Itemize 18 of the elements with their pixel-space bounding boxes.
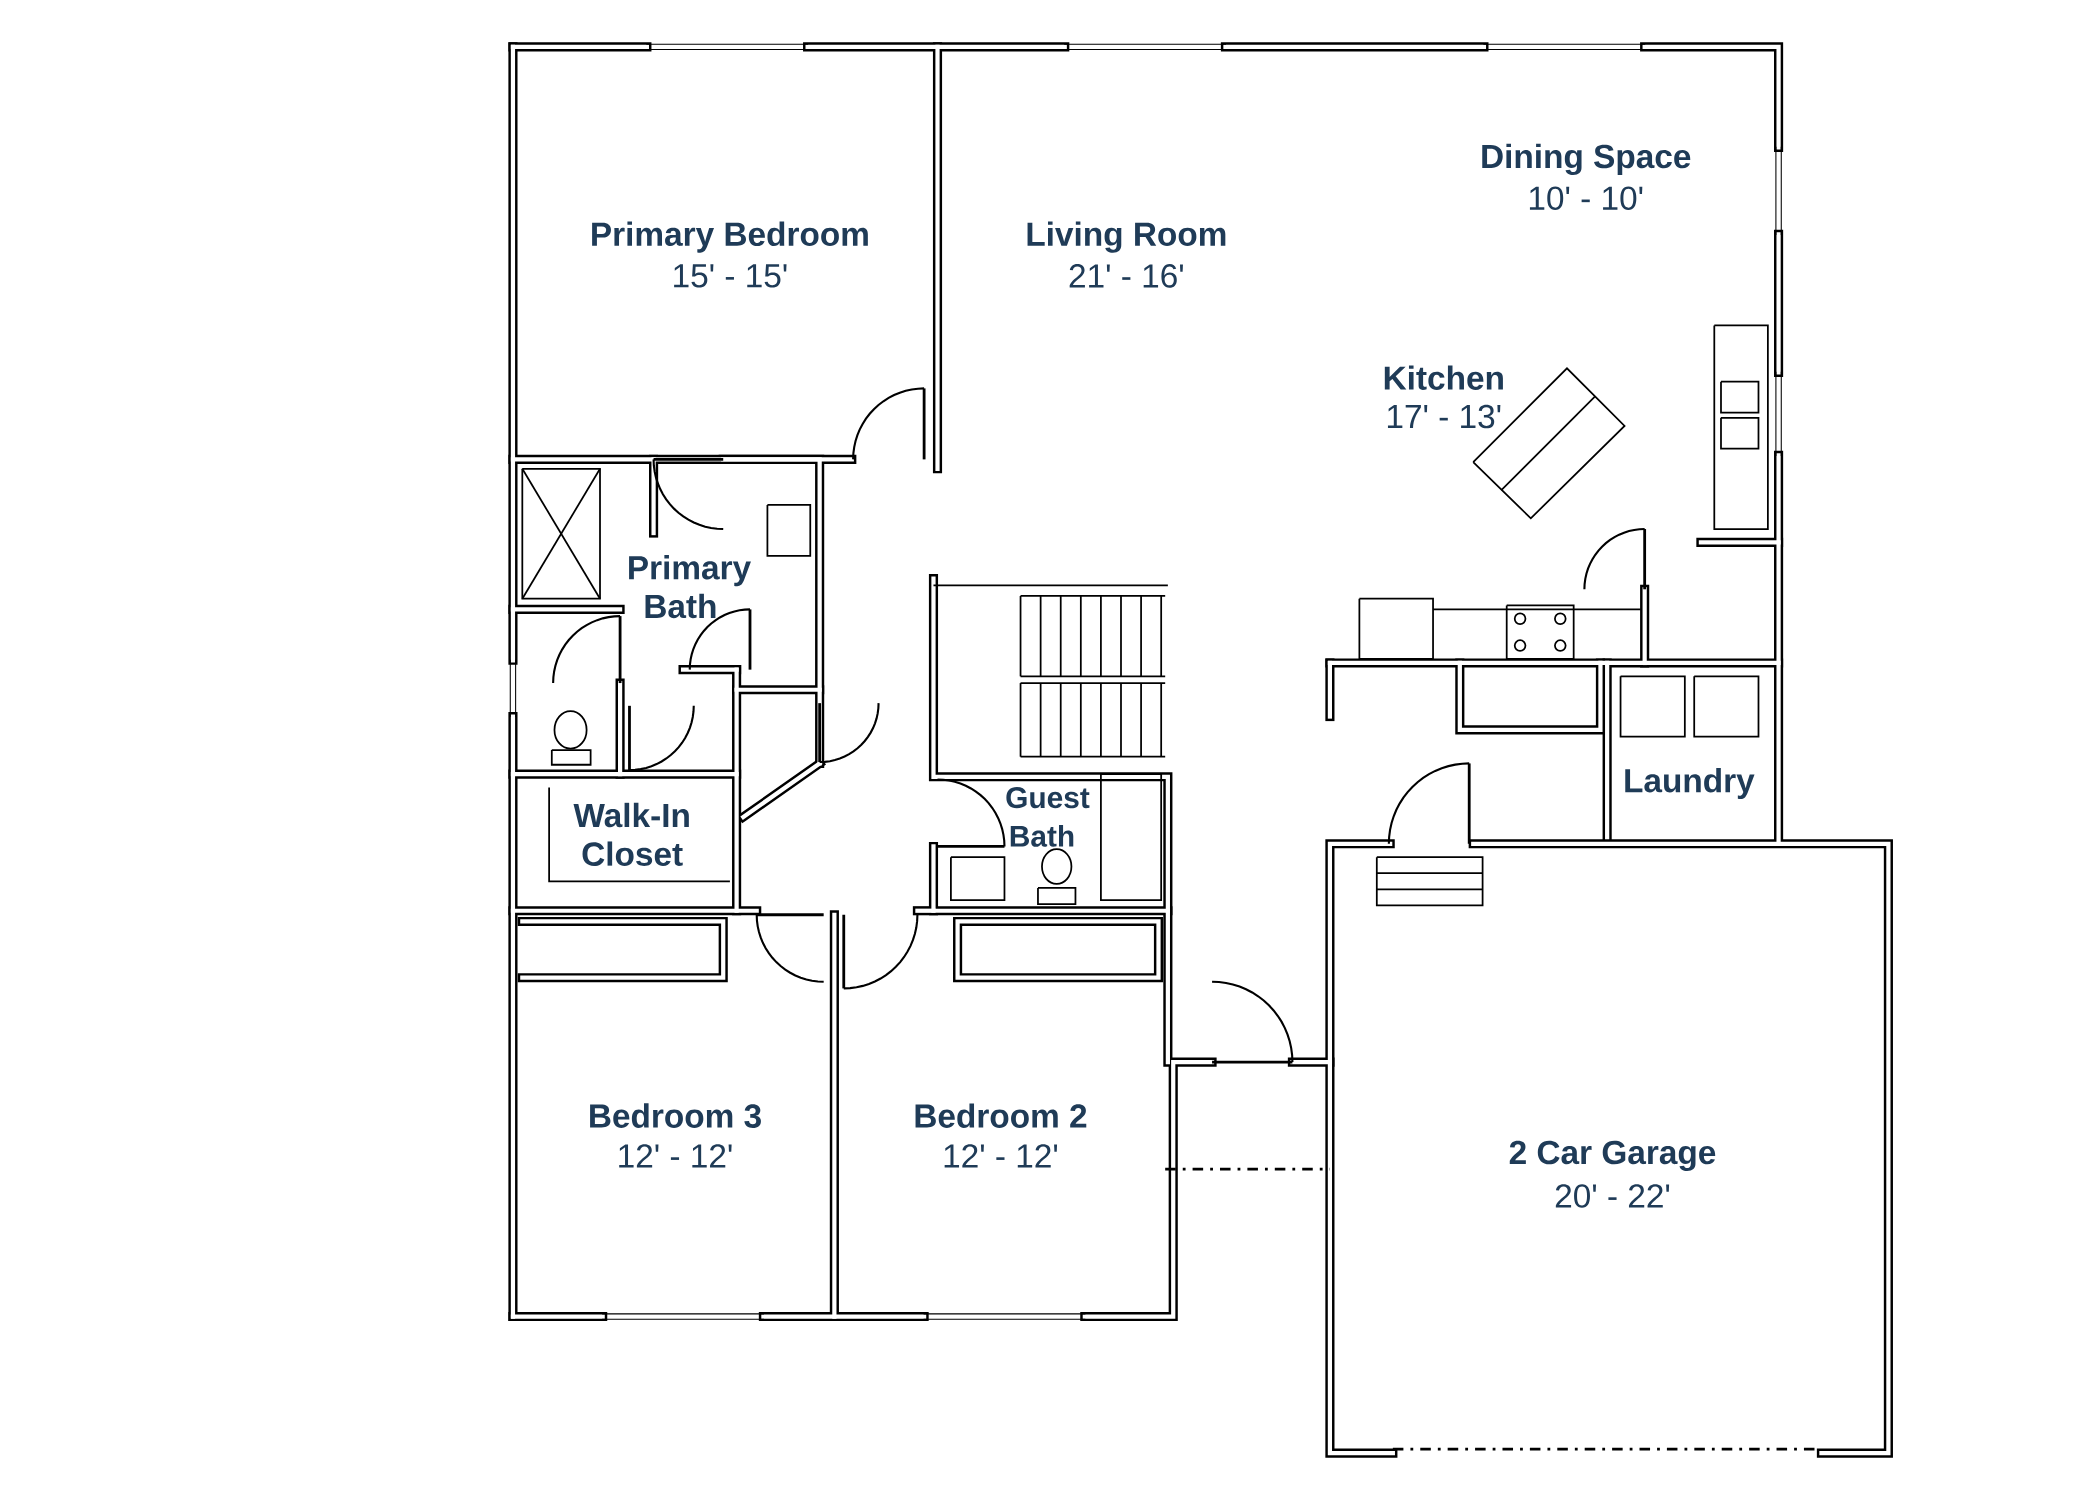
room-name: Living Room [1027, 221, 1226, 253]
room-name: Bedroom 2 [915, 1103, 1087, 1128]
room-dimension: 15' - 15' [674, 264, 787, 288]
room-name: Dining Space [1482, 143, 1691, 175]
room-name: Primary Bath [629, 555, 751, 619]
room-dimension: 12' - 12' [944, 1144, 1058, 1168]
room-dimension: 21' - 16' [1069, 264, 1183, 288]
room-dimension: 10' - 10' [1529, 186, 1643, 211]
room-name: Kitchen [1384, 365, 1503, 390]
room-name: Bedroom 3 [590, 1103, 761, 1128]
room-dimension: 12' - 12' [619, 1144, 732, 1168]
room-dimension: 17' - 13' [1387, 404, 1501, 429]
room-name: Laundry [1625, 767, 1755, 800]
room-name: 2 Car Garage [1509, 1140, 1716, 1171]
room-name: Primary Bedroom [592, 221, 868, 253]
room-dimension: 20' - 22' [1555, 1184, 1670, 1208]
room-name: Guest Bath [1006, 787, 1090, 847]
room-name: Walk-In Closet [573, 802, 689, 866]
